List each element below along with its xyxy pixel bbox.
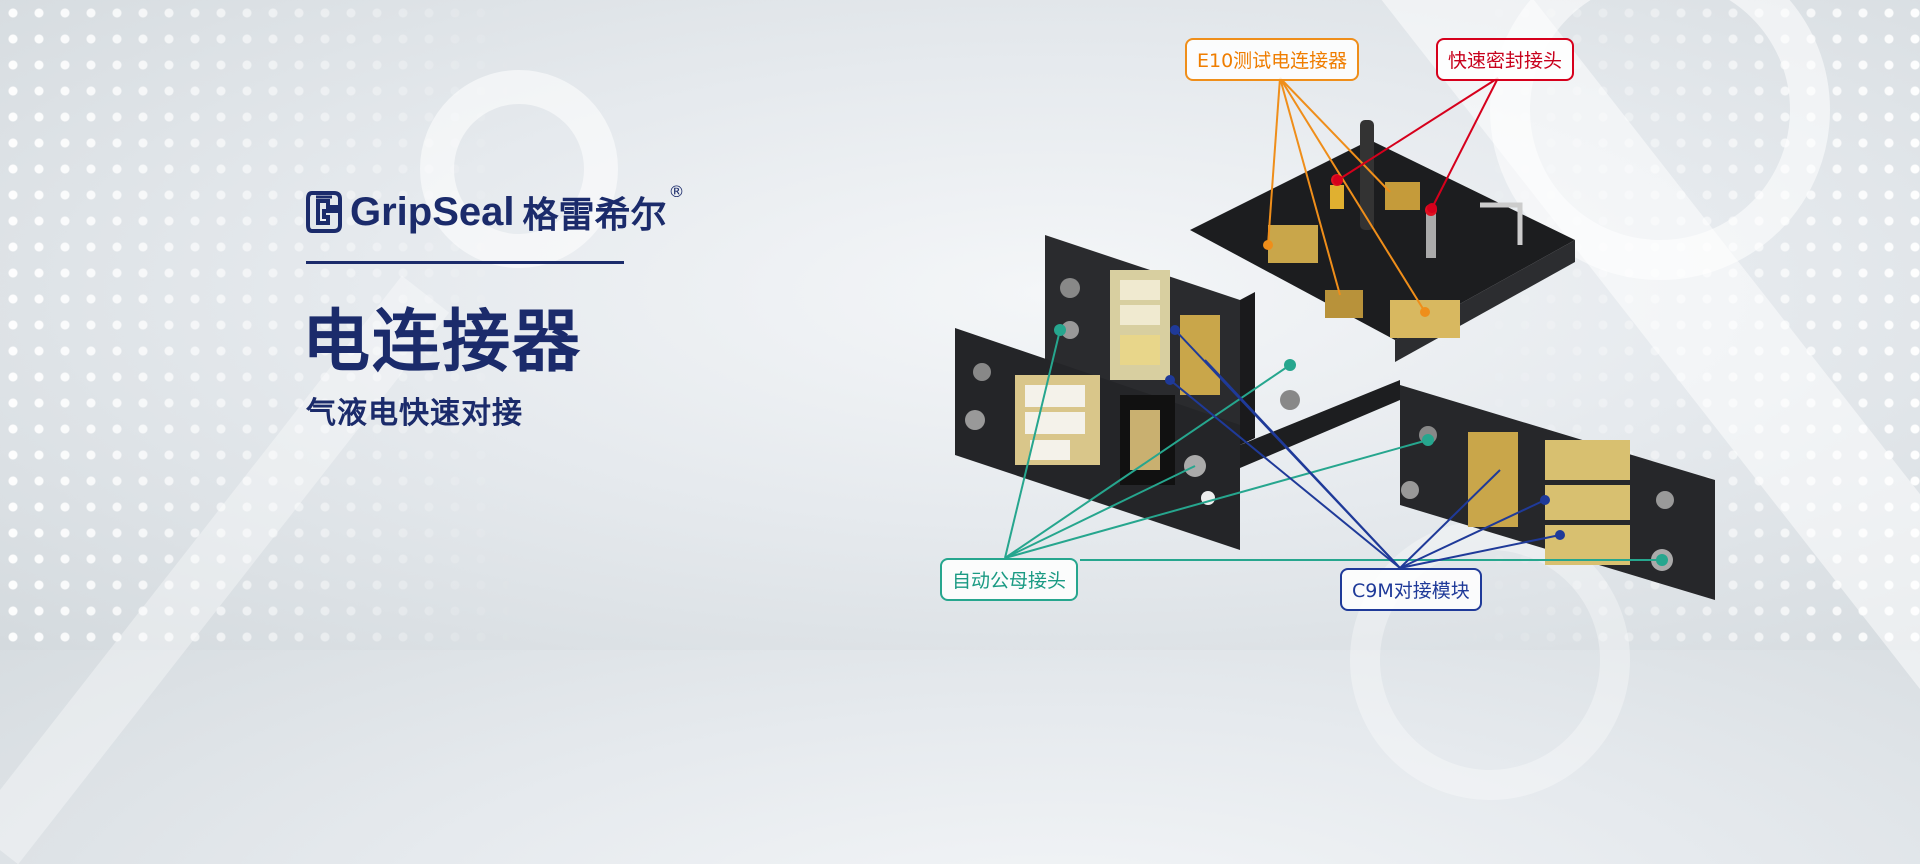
c9m-leader-lines <box>1169 329 1561 569</box>
hero-title: 电连接器 <box>302 303 583 382</box>
e10-connector <box>1268 225 1318 263</box>
dot-pattern-left <box>0 0 520 650</box>
top-plate <box>1190 140 1575 340</box>
product-illustration <box>955 77 1715 600</box>
hero-subtitle: 气液电快速对接 <box>306 396 523 431</box>
callout-e10-connector: E10测试电连接器 <box>1185 38 1360 81</box>
brand-name-cn: 格雷希尔 <box>522 195 667 236</box>
callout-c9m-module: C9M对接模块 <box>1340 568 1482 611</box>
e10-connector <box>1390 300 1460 338</box>
brand-logo[interactable]: GripSeal 格雷希尔 ® <box>304 182 685 238</box>
quick-seal-leader-lines <box>1337 77 1499 209</box>
e10-leader-lines <box>1267 77 1426 313</box>
callout-quick-seal: 快速密封接头 <box>1436 38 1575 81</box>
title-divider <box>306 261 624 264</box>
quick-seal-coupler <box>1330 185 1344 209</box>
gripseal-logo-icon <box>306 191 342 233</box>
auto-coupler-leader-lines <box>1004 329 1662 561</box>
brand-name-en: GripSeal <box>350 189 515 234</box>
callout-auto-coupler: 自动公母接头 <box>940 558 1079 601</box>
registered-mark: ® <box>668 182 685 201</box>
